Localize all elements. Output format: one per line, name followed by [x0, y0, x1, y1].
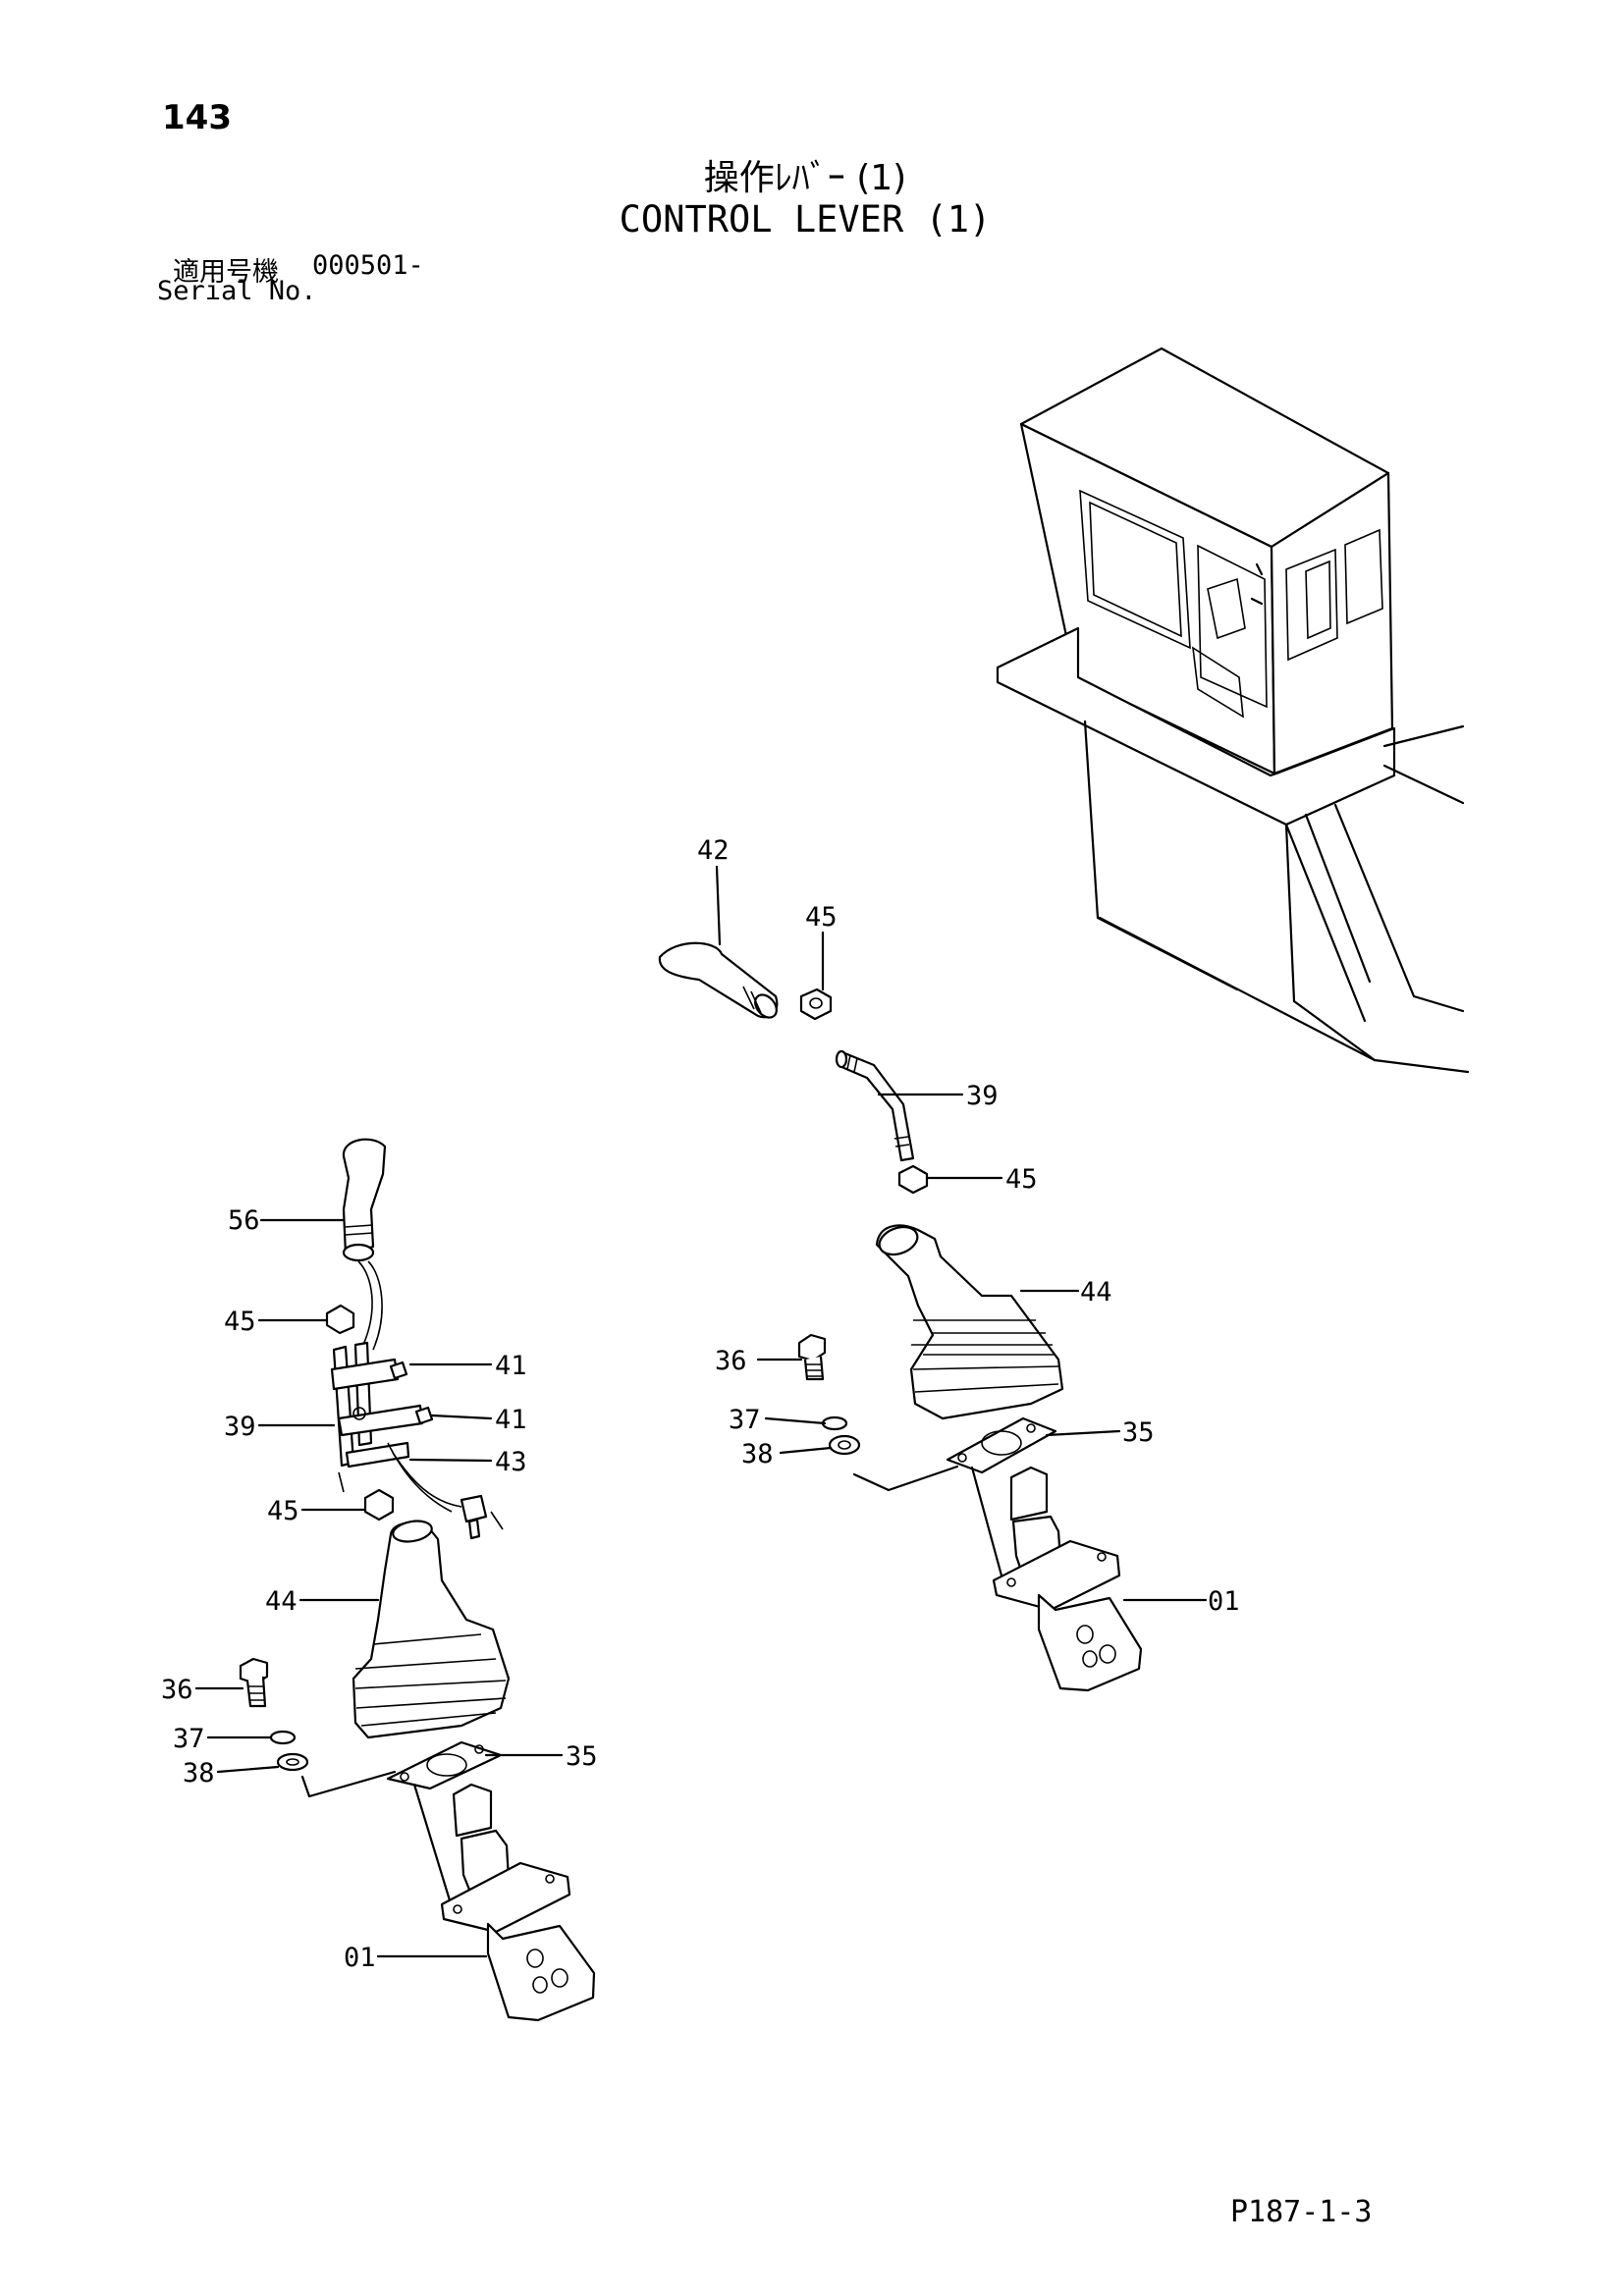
callout-45: 45: [805, 902, 838, 933]
callout-45: 45: [224, 1307, 256, 1337]
callout-44: 44: [265, 1586, 298, 1617]
callout-35: 35: [1122, 1417, 1155, 1448]
serial-label-japanese: 適用号機: [173, 257, 279, 288]
callout-39: 39: [224, 1412, 256, 1442]
part-37-lock-washer: [821, 1415, 848, 1431]
part-35-gasket-plate: [946, 1416, 1057, 1474]
callout-56: 56: [228, 1205, 260, 1236]
callout-43: 43: [495, 1447, 527, 1477]
part-36-bolt: [239, 1657, 269, 1708]
page-title-japanese: 操作ﾚﾊﾞｰ (1): [703, 158, 907, 198]
callout-39: 39: [966, 1081, 999, 1111]
part-38-washer: [276, 1752, 309, 1772]
callout-44: 44: [1080, 1277, 1112, 1308]
part-37-lock-washer: [269, 1730, 297, 1745]
callout-38: 38: [741, 1439, 774, 1469]
serial-number-range: 000501-: [312, 250, 424, 281]
part-44-boot: [352, 1520, 511, 1739]
part-44-boot: [875, 1224, 1064, 1420]
cab-illustration: [996, 347, 1470, 1074]
serial-label-english: Serial No.: [157, 276, 317, 306]
callout-36: 36: [715, 1346, 747, 1376]
wire-connector: [460, 1494, 504, 1540]
page-title-english: CONTROL LEVER (1): [619, 198, 992, 240]
part-38-washer: [828, 1434, 861, 1456]
callout-36: 36: [161, 1675, 193, 1705]
part-39-lever-rod-with-switches: [330, 1341, 462, 1513]
callout-41: 41: [495, 1351, 527, 1381]
callout-45: 45: [267, 1496, 299, 1526]
part-45-nut-upper: [799, 988, 833, 1021]
callout-37: 37: [729, 1405, 761, 1435]
drawing-reference-code: P187-1-3: [1230, 2195, 1373, 2229]
part-35-gasket-plate: [386, 1740, 503, 1790]
left-lever-assembly: 56 45 41 39 41 43 45 44 36 37 38 35 01: [161, 1138, 598, 2022]
callout-01: 01: [1208, 1586, 1240, 1617]
callout-41: 41: [495, 1405, 527, 1435]
part-45-nut-lower: [897, 1164, 929, 1195]
part-45-nut-upper: [325, 1304, 355, 1335]
part-45-nut-lower: [363, 1488, 395, 1522]
part-01-pilot-valve: [992, 1466, 1143, 1692]
callout-38: 38: [183, 1758, 215, 1789]
callout-45: 45: [1005, 1164, 1038, 1195]
callout-01: 01: [344, 1943, 376, 1973]
callout-37: 37: [173, 1724, 205, 1754]
part-36-bolt: [797, 1333, 827, 1381]
part-42-grip: [658, 941, 779, 1019]
callout-42: 42: [697, 835, 730, 866]
part-01-pilot-valve: [440, 1783, 596, 2022]
right-lever-assembly: 42 45 39 45 44 36 37 38 35 01: [658, 835, 1240, 1692]
part-39-lever-rod: [835, 1049, 915, 1162]
callout-35: 35: [566, 1741, 598, 1772]
page-number: 143: [162, 98, 232, 137]
part-56-grip-with-switch: [342, 1138, 387, 1351]
